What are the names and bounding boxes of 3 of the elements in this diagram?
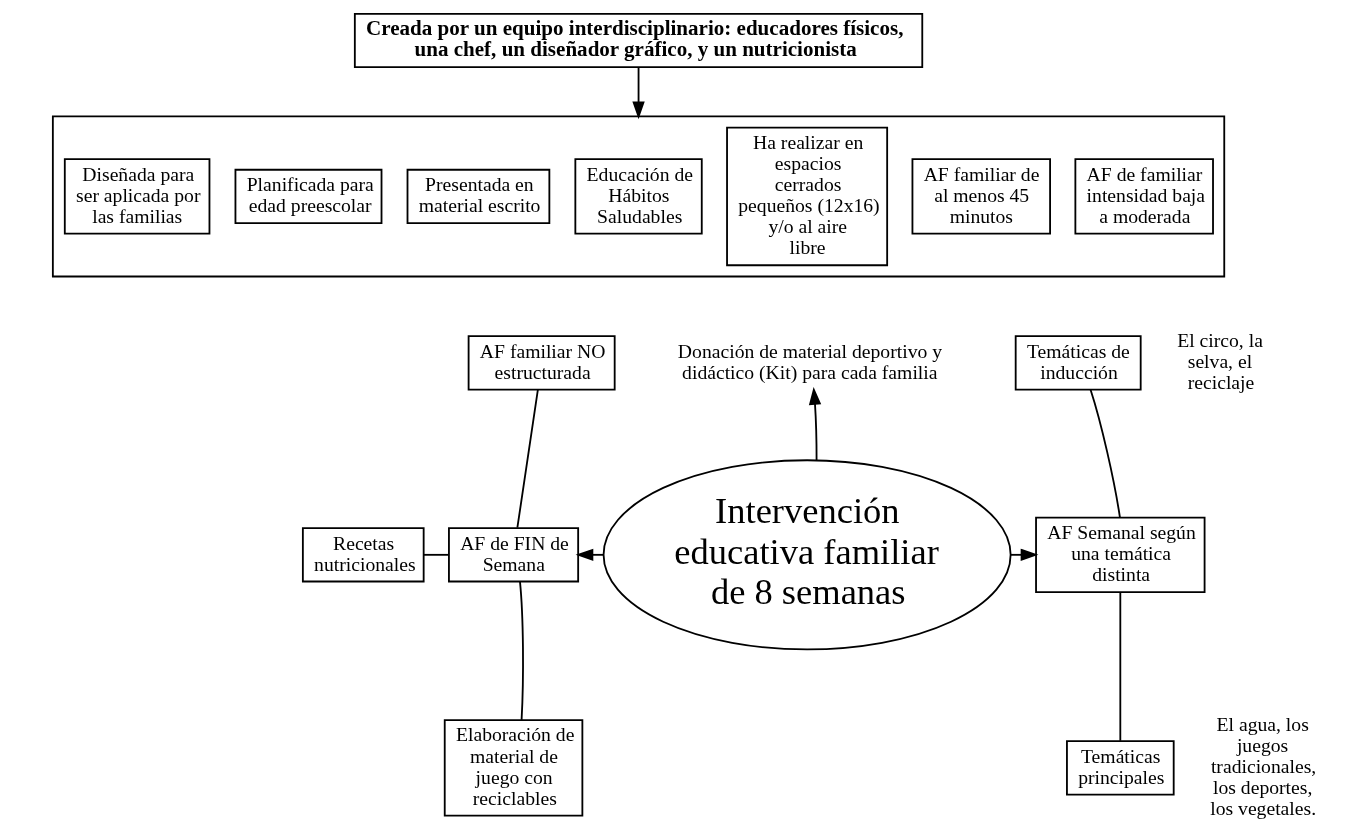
node-label: El agua, los juegos tradicionales, los deportes, los vegetales. bbox=[1209, 712, 1316, 820]
node-label: El circo, la selva, el reciclaje bbox=[1176, 329, 1263, 394]
node-text: Donación de material deportivo y didáctico (Kit) para cada familia bbox=[677, 339, 942, 383]
